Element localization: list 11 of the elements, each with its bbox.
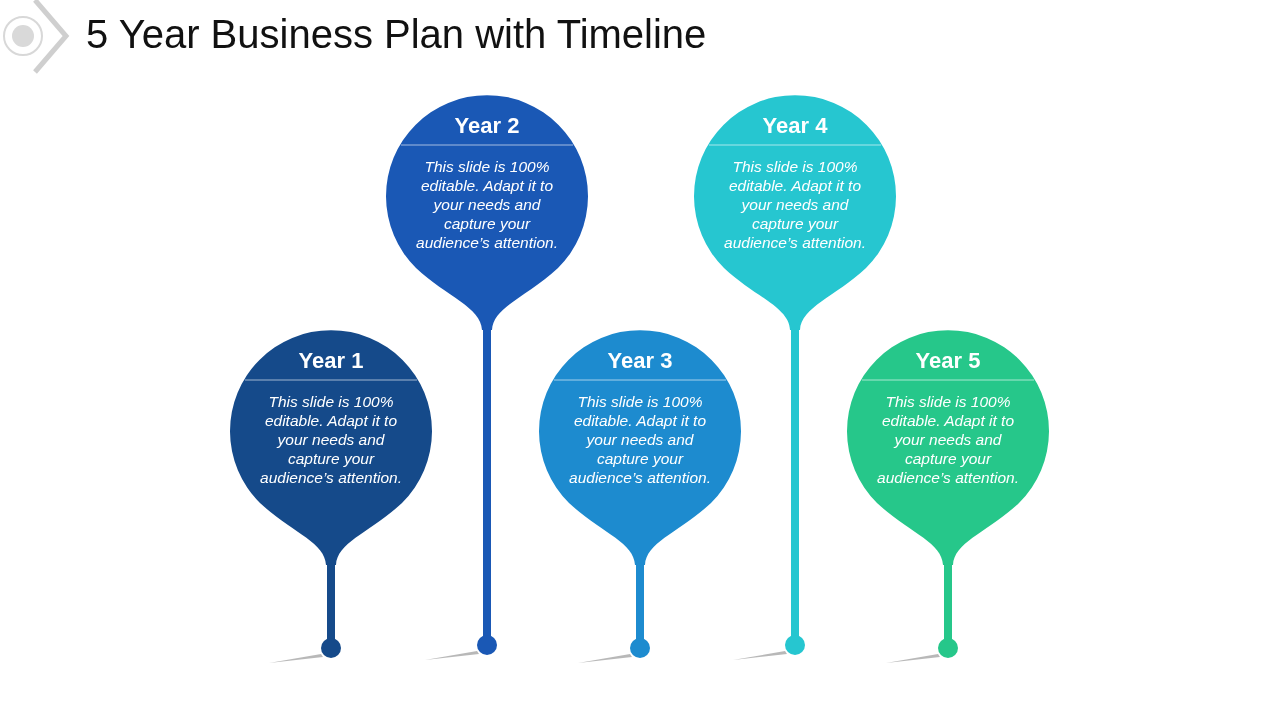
year-heading: Year 4 xyxy=(761,112,829,140)
description-text: This slide is 100% editable. Adapt it to your needs and capture your audience’s attention. xyxy=(876,392,1020,487)
description-text: This slide is 100% editable. Adapt it to your needs and capture your audience’s attention. xyxy=(259,392,403,487)
description-text: This slide is 100% editable. Adapt it to your needs and capture your audience’s attention. xyxy=(415,157,559,252)
slide-title: 5 Year Business Plan with Timeline xyxy=(86,12,707,57)
year-heading: Year 1 xyxy=(297,347,365,375)
year-heading: Year 2 xyxy=(453,112,521,140)
year-heading: Year 3 xyxy=(606,347,674,375)
year-heading: Year 5 xyxy=(914,347,982,375)
description-text: This slide is 100% editable. Adapt it to your needs and capture your audience’s attention. xyxy=(723,157,867,252)
description-text: This slide is 100% editable. Adapt it to your needs and capture your audience’s attention. xyxy=(568,392,712,487)
